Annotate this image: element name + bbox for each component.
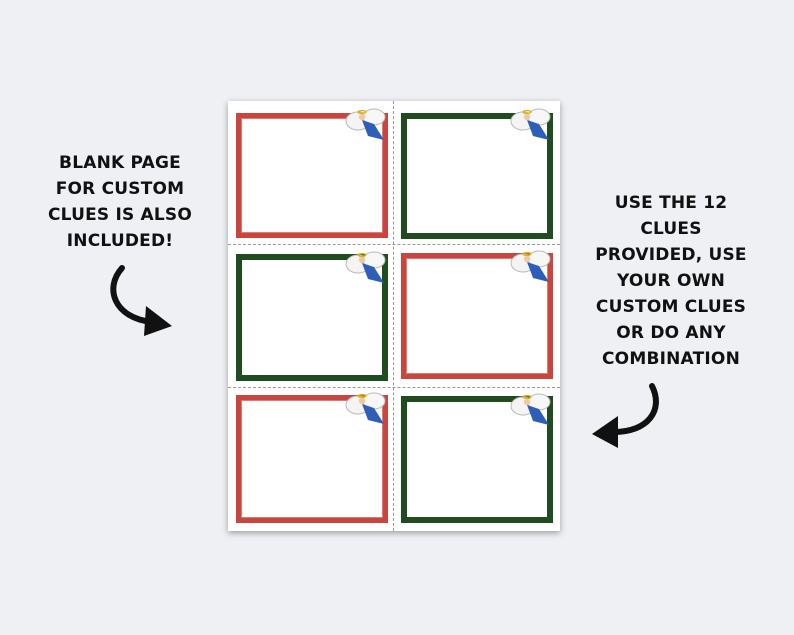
clue-card <box>401 396 553 523</box>
left-caption-line: FOR CUSTOM <box>55 179 185 199</box>
cut-line <box>393 101 394 531</box>
printable-sheet <box>228 101 560 531</box>
angel-icon <box>345 108 386 140</box>
angel-icon <box>345 392 386 424</box>
clue-card <box>236 254 388 381</box>
left-caption-line: INCLUDED! <box>66 231 174 251</box>
right-caption-line: USE THE 12 <box>614 193 728 213</box>
angel-icon <box>510 108 551 140</box>
clue-card <box>236 395 388 523</box>
right-caption: USE THE 12 CLUES PROVIDED, USE YOUR OWN … <box>566 190 776 372</box>
curved-arrow-icon <box>592 383 659 448</box>
angel-icon <box>510 393 551 425</box>
left-caption-line: BLANK PAGE <box>59 153 181 173</box>
clue-card <box>401 253 553 379</box>
right-caption-line: OR DO ANY <box>616 323 726 343</box>
right-caption-line: YOUR OWN <box>617 271 725 291</box>
cut-line <box>228 244 560 245</box>
clue-card <box>236 113 388 238</box>
cut-line <box>228 387 560 388</box>
right-caption-line: PROVIDED, USE <box>595 245 747 265</box>
right-caption-line: COMBINATION <box>602 349 740 369</box>
curved-arrow-icon <box>110 265 172 336</box>
angel-icon <box>345 251 386 283</box>
right-caption-line: CLUES <box>640 219 702 239</box>
left-caption: BLANK PAGE FOR CUSTOM CLUES IS ALSO INCL… <box>20 150 220 254</box>
angel-icon <box>510 250 551 282</box>
left-caption-line: CLUES IS ALSO <box>47 205 193 225</box>
right-caption-line: CUSTOM CLUES <box>595 297 747 317</box>
clue-card <box>401 113 553 239</box>
